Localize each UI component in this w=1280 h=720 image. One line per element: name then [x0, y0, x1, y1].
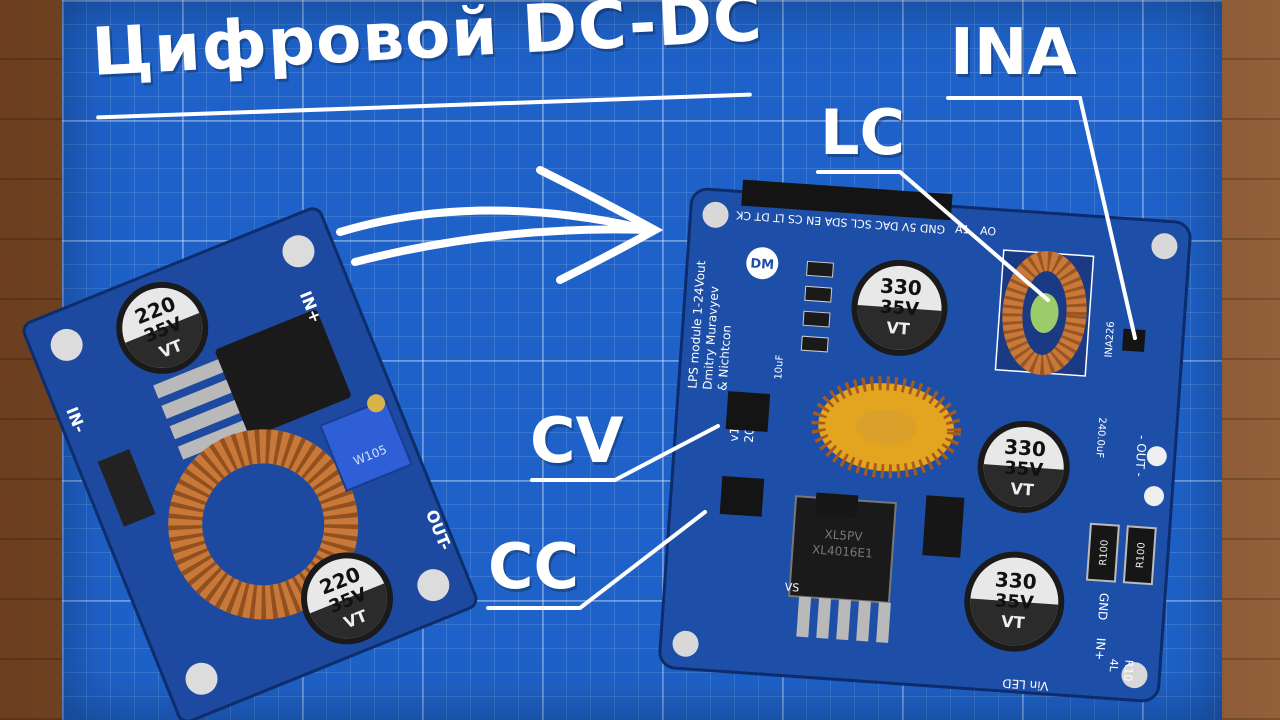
lc-leader-line — [816, 170, 1050, 302]
old-dcdc-module: 220 35V VT W105 220 35V VT IN- IN — [22, 207, 478, 720]
new-logo-circle — [746, 247, 779, 280]
new-pin-gnd: GND — [1095, 592, 1111, 620]
new-cc-chip — [719, 475, 765, 517]
cv-leader-line — [530, 424, 720, 482]
new-cap-in-voltage: 35V — [879, 297, 919, 321]
old-potentiometer — [319, 398, 413, 492]
new-cap-out1-series: VT — [1010, 479, 1035, 500]
callout-cc: CC — [488, 530, 580, 603]
new-ic-label-2: XL4016E1 — [812, 542, 874, 560]
new-c-10uf: 10uF — [773, 354, 786, 380]
new-res-4l: 4L — [1107, 658, 1121, 673]
new-ina-chip — [1122, 328, 1146, 353]
new-cap-out2-value: 330 — [994, 567, 1037, 594]
new-ina-chip-label: INA226 — [1104, 321, 1118, 358]
old-mount-hole — [50, 328, 83, 361]
new-silk-authors-2: & Nichtcon — [715, 324, 734, 391]
svg-text:R100: R100 — [1135, 542, 1148, 569]
old-inductor — [168, 429, 359, 620]
old-pot-screw — [367, 394, 386, 413]
transition-arrow — [336, 166, 664, 284]
svg-text:R100: R100 — [1098, 539, 1111, 566]
new-pin-header — [741, 179, 953, 221]
new-capacitor-out-2: 330 35V VT — [964, 551, 1065, 652]
new-logo-text: DM — [750, 256, 775, 273]
new-header-label-ao: AO — [980, 224, 997, 238]
callout-ina: INA — [950, 16, 1077, 90]
new-cap-in-value: 330 — [879, 274, 922, 301]
new-schottky — [922, 495, 965, 558]
callout-cv: CV — [530, 404, 624, 477]
new-shunt-resistor-1: R100 — [1085, 522, 1120, 583]
callout-lc: LC — [820, 96, 906, 169]
new-cap-out1-value: 330 — [1003, 435, 1046, 462]
new-dcdc-module: GND 5V DAC SCL SDA EN CS LT DT CK AO A1 … — [658, 179, 1192, 703]
callout-lines — [486, 96, 1137, 610]
new-pin-vin-led: Vin LED — [1002, 676, 1049, 693]
old-capacitor-bottom: 220 35V VT — [301, 552, 394, 645]
new-capacitor-out-1: 330 35V VT — [977, 420, 1070, 513]
new-res-r10: R10 — [1121, 659, 1135, 681]
new-header-label-a1: A1 — [955, 223, 970, 237]
old-mount-hole — [282, 235, 315, 268]
new-capacitor-in: 330 35V VT — [851, 259, 948, 356]
new-cap-in-series: VT — [886, 318, 911, 339]
new-cap-out2-voltage: 35V — [994, 590, 1034, 614]
new-cap-out1-voltage: 35V — [1003, 458, 1043, 482]
old-diode — [97, 449, 156, 527]
cc-leader-line — [486, 510, 707, 610]
new-ic-label-1: XL5PV — [824, 527, 864, 544]
old-mount-hole — [185, 662, 218, 695]
new-cv-chip — [725, 391, 771, 432]
new-cap-out2-series: VT — [1001, 612, 1026, 633]
new-diode — [814, 492, 859, 518]
new-lc-inductor — [994, 249, 1095, 377]
old-main-ic — [215, 309, 351, 437]
new-cap-label: 240.0uF — [1094, 417, 1108, 459]
new-silkscreen-block: LPS module 1-24Vout Dmitry Muravyev & Ni… — [685, 260, 757, 443]
new-pin-vs: VS — [784, 581, 799, 595]
old-mount-hole — [417, 569, 450, 602]
new-shunt-resistor-2: R100 — [1122, 525, 1157, 586]
old-capacitor-top: 220 35V VT — [116, 281, 209, 374]
new-main-ic: XL5PV XL4016E1 — [788, 495, 897, 643]
new-pin-out-minus: - OUT - — [1132, 435, 1149, 478]
new-pin-in-plus: IN+ — [1092, 637, 1108, 660]
ina-leader-line — [946, 96, 1137, 340]
